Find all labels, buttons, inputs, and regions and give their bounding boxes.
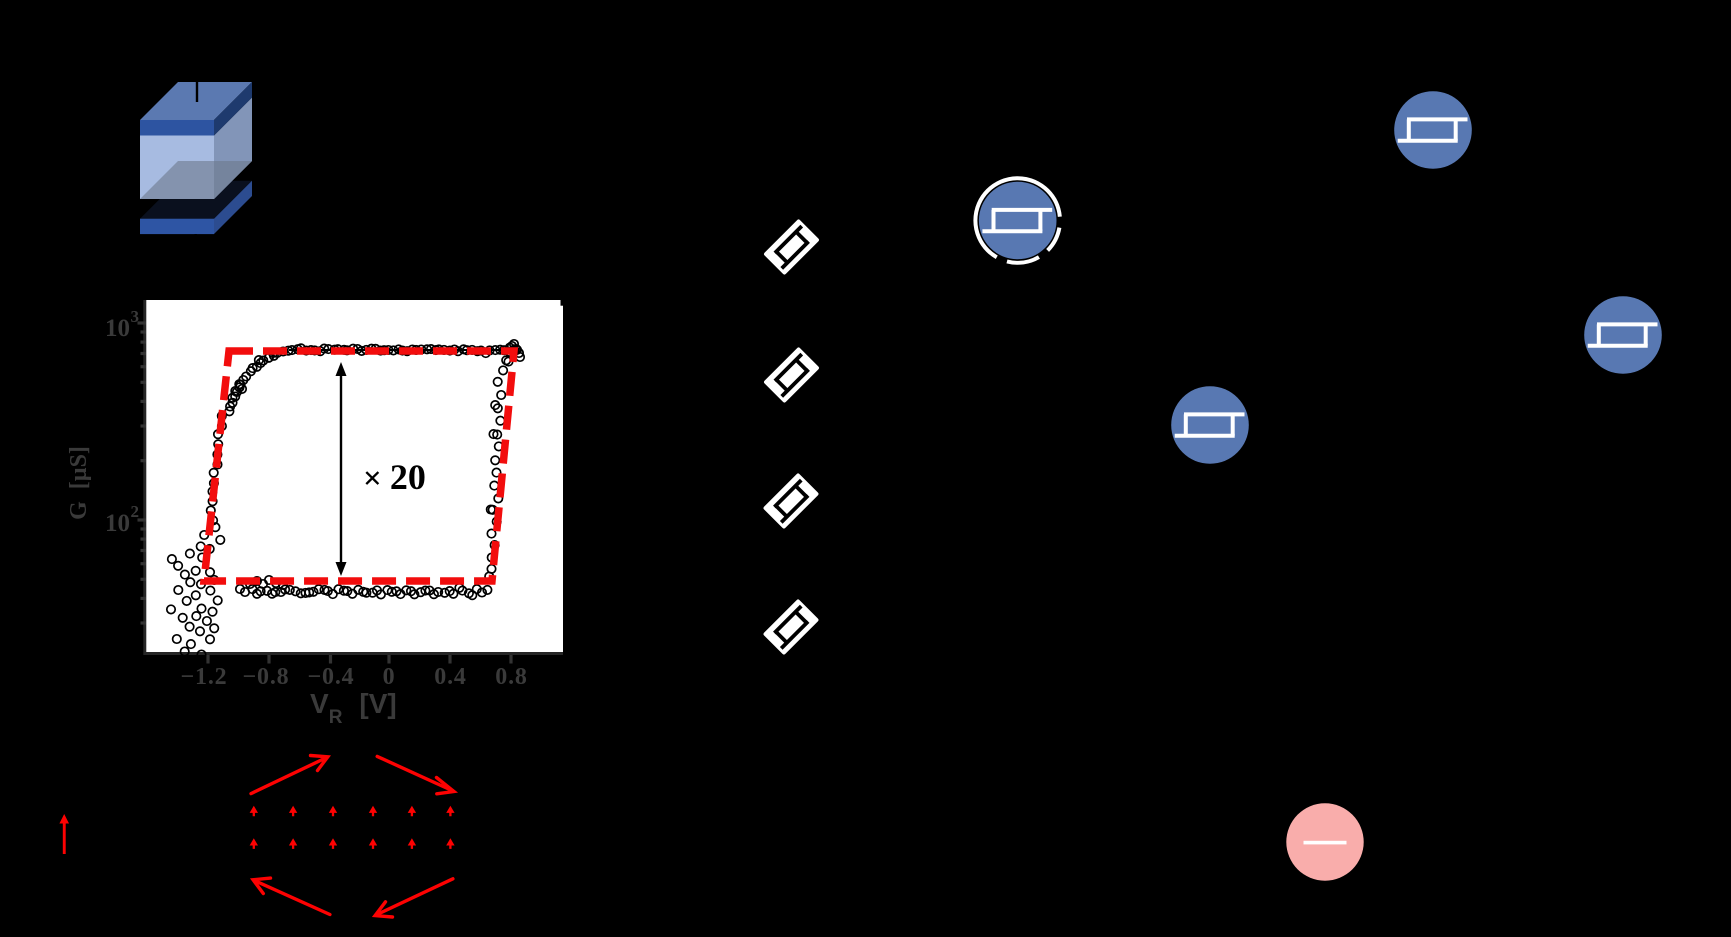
svg-text:×20: ×20 — [363, 457, 426, 497]
svg-text:10: 10 — [105, 510, 130, 537]
svg-text:G [µS]: G [µS] — [66, 446, 92, 520]
svg-text:−1.2: −1.2 — [181, 664, 228, 690]
svg-text:−0.4: −0.4 — [308, 664, 355, 690]
svg-text:−0.8: −0.8 — [243, 664, 290, 690]
svg-text:0.4: 0.4 — [434, 664, 466, 690]
svg-text:0.8: 0.8 — [495, 664, 527, 690]
svg-text:2: 2 — [131, 502, 140, 521]
svg-text:10: 10 — [105, 315, 130, 342]
svg-text:3: 3 — [131, 307, 140, 326]
svg-text:0: 0 — [383, 664, 396, 690]
